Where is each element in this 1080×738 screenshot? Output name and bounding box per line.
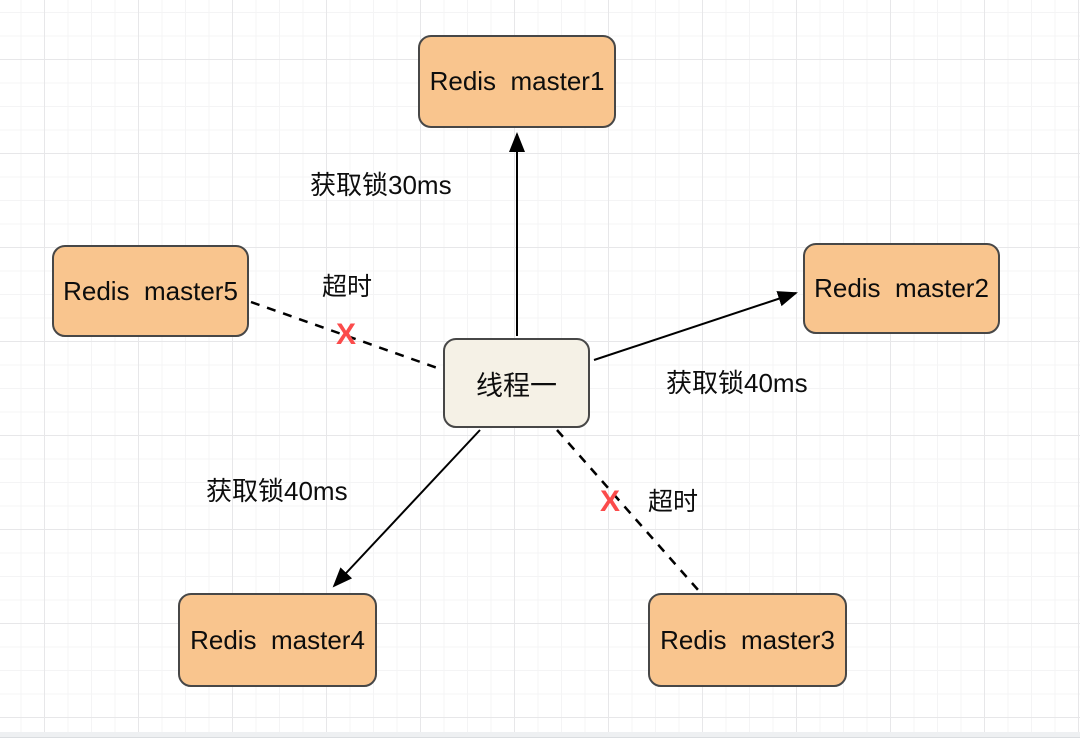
timeout-x-mark-right: X xyxy=(600,485,621,518)
edge-label-lock-40ms-left: 获取锁40ms xyxy=(206,476,348,506)
edge-label-timeout-left: 超时 xyxy=(322,273,373,301)
node-redis-master2: Redis master2 xyxy=(803,243,1000,334)
edge-label-timeout-right: 超时 xyxy=(648,488,699,516)
node-redis-master1-label: Redis master1 xyxy=(429,66,605,96)
node-redis-master5-label: Redis master5 xyxy=(63,275,238,306)
edge-label-lock-30ms: 获取锁30ms xyxy=(310,170,452,200)
node-redis-master5: Redis master5 xyxy=(52,245,249,337)
node-thread-one-label: 线程一 xyxy=(476,370,557,401)
node-thread-one: 线程一 xyxy=(443,338,590,428)
node-redis-master4-label: Redis master4 xyxy=(190,624,365,655)
timeout-x-mark-left: X xyxy=(336,318,357,351)
node-redis-master4: Redis master4 xyxy=(178,593,377,687)
window-bottom-edge xyxy=(0,732,1080,738)
node-redis-master3-label: Redis master3 xyxy=(660,624,835,655)
node-redis-master2-label: Redis master2 xyxy=(814,273,989,303)
edge-thread-master4-arrow xyxy=(332,429,481,588)
edge-label-lock-40ms-right: 获取锁40ms xyxy=(666,368,808,398)
edge-thread-master2-arrow xyxy=(593,291,798,361)
node-redis-master1: Redis master1 xyxy=(418,35,616,128)
node-redis-master3: Redis master3 xyxy=(648,593,847,687)
